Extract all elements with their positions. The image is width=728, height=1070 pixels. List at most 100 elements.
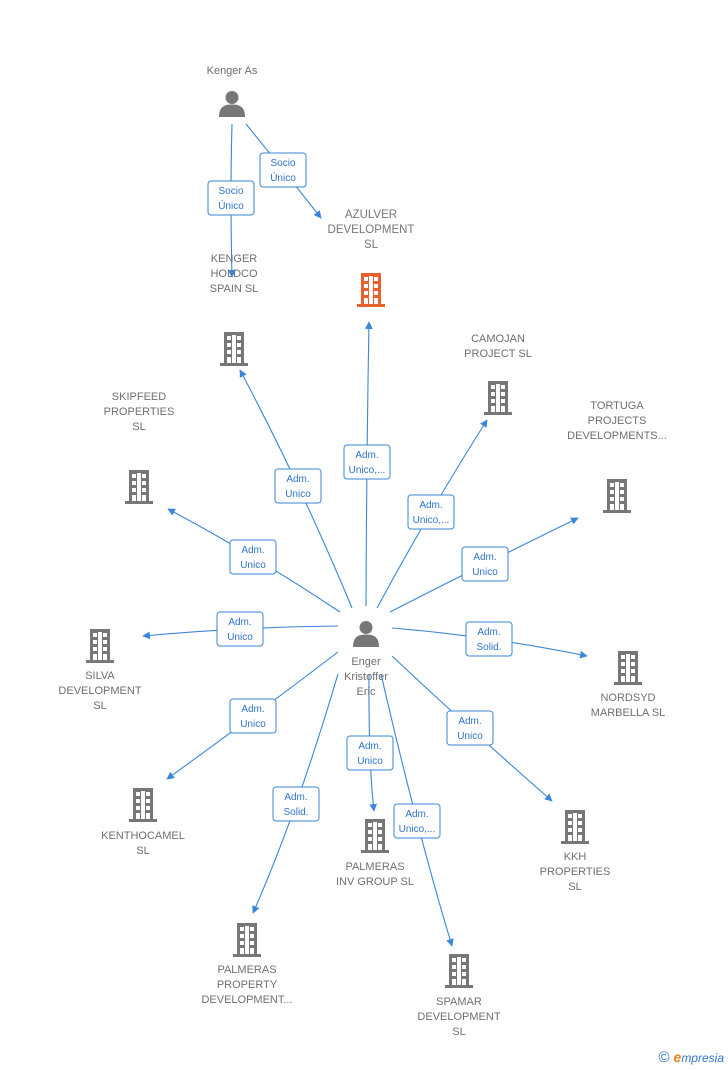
node-label-line: PROPERTIES	[104, 406, 175, 418]
company-building-icon	[361, 819, 389, 853]
node-camojan[interactable]: CAMOJAN PROJECT SL	[464, 333, 532, 415]
edge-label-line: Socio	[218, 186, 243, 197]
brand-initial: e	[673, 1049, 682, 1065]
edge-label-line: Unico	[357, 756, 383, 767]
node-label-line: DEVELOPMENT	[328, 224, 415, 236]
edge-label-enger-to-azulver[interactable]: Adm.Unico,...	[343, 444, 391, 480]
edge-label-line: Adm.	[405, 809, 428, 820]
company-building-icon	[86, 629, 114, 663]
edge-label-line: Adm.	[358, 741, 381, 752]
edge-label-line: Unico	[240, 719, 266, 730]
edge-label-enger-to-skipfeed[interactable]: Adm.Unico	[229, 539, 277, 575]
company-building-icon	[233, 923, 261, 957]
node-tortuga[interactable]: TORTUGAPROJECTSDEVELOPMENTS...	[567, 400, 667, 513]
company-building-icon	[445, 954, 473, 988]
edge-label-line: Adm.	[228, 617, 251, 628]
edge-label-enger-to-tortuga[interactable]: Adm.Unico	[461, 546, 509, 582]
company-building-icon	[484, 381, 512, 415]
company-building-icon	[129, 788, 157, 822]
edge-label-box	[465, 621, 513, 657]
edge-label-line: Adm.	[241, 704, 264, 715]
edge-label-line: Adm.	[241, 545, 264, 556]
edge-label-line: Unico	[285, 489, 311, 500]
person-icon	[353, 621, 379, 647]
edge-label-line: Único	[270, 171, 296, 184]
edge-label-box	[446, 710, 494, 746]
brand-rest: mpresia	[681, 1051, 724, 1065]
node-label-line: SILVA	[85, 670, 115, 682]
node-label-line: DEVELOPMENT...	[201, 994, 292, 1006]
edge-label-box	[274, 468, 322, 504]
edge-label-enger-to-spamar[interactable]: Adm.Unico,...	[393, 803, 441, 839]
node-label-line: PROPERTIES	[540, 866, 611, 878]
edge-label-line: Solid.	[476, 642, 501, 653]
edge-label-line: Unico	[472, 567, 498, 578]
edge-label-enger-to-silva[interactable]: Adm. Unico	[216, 611, 264, 647]
node-label-line: KENTHOCAMEL	[101, 830, 185, 842]
edge-label-enger-to-kkh[interactable]: Adm.Unico	[446, 710, 494, 746]
edge-label-box	[259, 152, 307, 188]
company-building-icon	[220, 332, 248, 366]
edge-label-enger-to-nordsyd[interactable]: Adm.Solid.	[465, 621, 513, 657]
node-label-line: NORDSYD	[600, 692, 655, 704]
edge-label-enger-to-kenger_holdco[interactable]: Adm.Unico	[274, 468, 322, 504]
node-label-line: PALMERAS	[345, 861, 404, 873]
node-label-line: PROPERTY	[217, 979, 278, 991]
edge-label-box	[407, 494, 455, 530]
node-palmeras_prop[interactable]: PALMERAS PROPERTY DEVELOPMENT...	[201, 923, 293, 1006]
edge-label-line: Único	[218, 199, 244, 212]
node-label-line: INV GROUP SL	[336, 876, 414, 888]
edge-label-enger-to-camojan[interactable]: Adm. Unico,...	[407, 494, 455, 530]
edge-label-line: Socio	[270, 158, 295, 169]
edge-label-line: Unico	[227, 632, 253, 643]
edge-label-enger-to-kenthocamel[interactable]: Adm. Unico	[229, 698, 277, 734]
edge-label-box	[216, 611, 264, 647]
node-label-line: KENGER	[211, 253, 258, 265]
edge-label-enger-to-palmeras_prop[interactable]: Adm.Solid.	[272, 786, 320, 822]
edge-label-box	[393, 803, 441, 839]
empresia-watermark[interactable]: ©empresia	[658, 1049, 724, 1066]
edge-label-enger-to-palmeras_inv[interactable]: Adm. Unico	[346, 735, 394, 771]
node-label-line: SPAIN SL	[210, 283, 259, 295]
node-label-line: PROJECTS	[588, 415, 647, 427]
edge-label-line: Adm.	[419, 500, 442, 511]
edge-label-line: Adm.	[355, 450, 378, 461]
node-label-line: PALMERAS	[217, 964, 276, 976]
node-label-line: MARBELLA SL	[591, 707, 666, 719]
edge-label-box	[343, 444, 391, 480]
node-label-line: SKIPFEED	[112, 391, 166, 403]
node-nordsyd[interactable]: NORDSYD MARBELLA SL	[591, 651, 666, 719]
node-label-line: CAMOJAN	[471, 333, 525, 345]
node-label-line: SL	[452, 1026, 465, 1038]
node-silva[interactable]: SILVA DEVELOPMENT SL	[58, 629, 142, 712]
edge-label-line: Adm.	[458, 716, 481, 727]
node-label-line: PROJECT SL	[464, 348, 532, 360]
company-building-icon	[561, 810, 589, 844]
node-kenger_as[interactable]: Kenger As	[207, 65, 258, 117]
node-label-line: DEVELOPMENT	[58, 685, 141, 697]
person-icon	[219, 91, 245, 117]
edge-label-box	[461, 546, 509, 582]
edge-label-box	[229, 698, 277, 734]
edge-label-box	[229, 539, 277, 575]
node-label-line: Kristoffer	[344, 671, 388, 683]
company-building-icon	[125, 470, 153, 504]
edge-label-box	[346, 735, 394, 771]
focus-company-building-icon	[357, 273, 385, 307]
edge-label-line: Unico,...	[413, 515, 450, 526]
node-label-line: SL	[93, 700, 106, 712]
node-palmeras_inv[interactable]: PALMERAS INV GROUP SL	[336, 819, 414, 888]
node-label-line: SL	[364, 239, 379, 251]
node-label-line: DEVELOPMENTS...	[567, 430, 667, 442]
edge-label-box	[207, 180, 255, 216]
